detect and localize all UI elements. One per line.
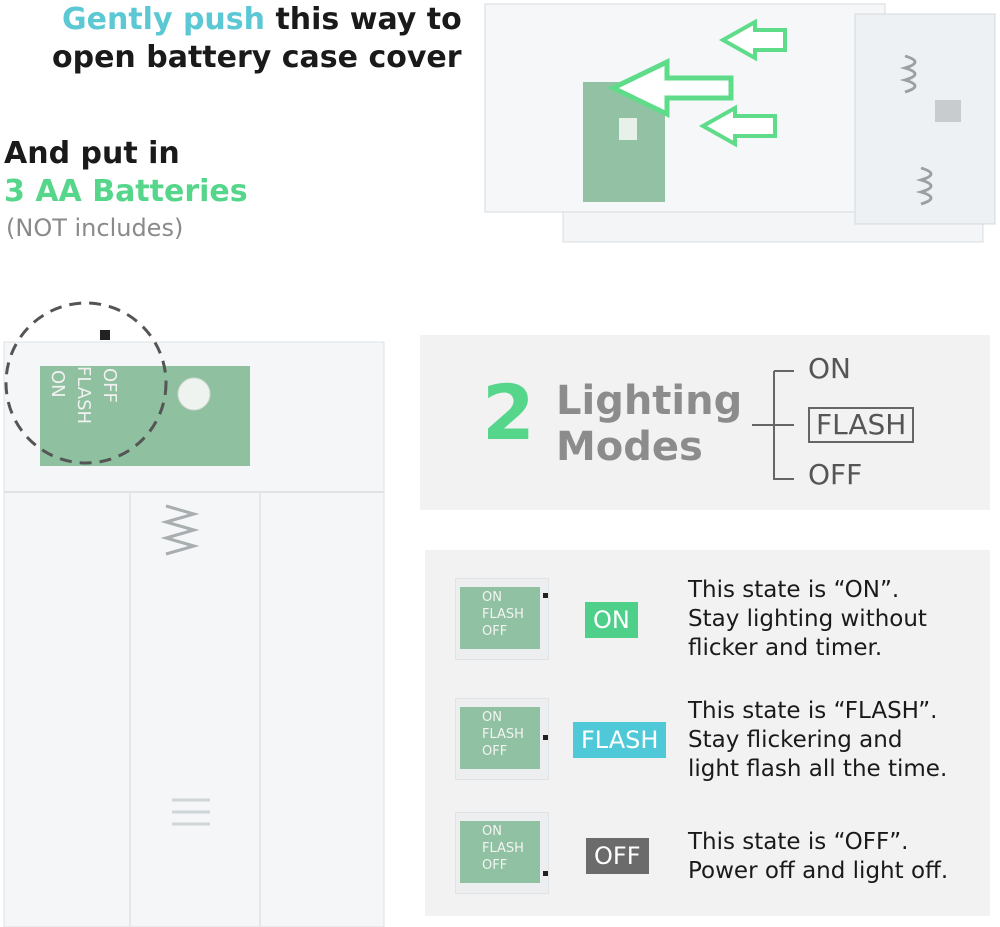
switch-position-dot — [543, 871, 548, 876]
arrow-large-icon — [607, 58, 734, 118]
state-on-line2: Stay lighting without — [688, 606, 927, 632]
push-rest: this way to — [265, 2, 462, 37]
switch-label-flash: FLASH — [73, 366, 94, 424]
modes-bracket — [752, 370, 794, 480]
board-led — [619, 118, 637, 140]
switch-board — [40, 366, 250, 466]
push-instruction-line1: Gently push this way to — [62, 2, 462, 37]
switch-position-dot — [543, 735, 548, 740]
battery-instruction-note: (NOT includes) — [6, 214, 184, 242]
switch-label-off: OFF — [99, 368, 120, 403]
arrow-small-bottom-icon — [698, 104, 777, 148]
push-highlight: Gently push — [62, 2, 265, 37]
battery-instruction-line1: And put in — [4, 136, 180, 171]
mode-option-on: ON — [808, 352, 851, 385]
state-description-off: This state is “OFF”. Power off and light… — [688, 828, 948, 886]
state-flash-line3: light flash all the time. — [688, 756, 948, 782]
state-badge-on: ON — [585, 602, 638, 638]
spring-bottom — [915, 166, 933, 206]
lighting-modes-panel: 2 Lighting Modes ON FLASH OFF — [420, 335, 990, 510]
state-on-line3: flicker and timer. — [688, 635, 883, 661]
battery-instruction-line2: 3 AA Batteries — [4, 174, 248, 209]
spring-top — [899, 54, 917, 94]
switch-position-dot — [543, 593, 548, 598]
modes-title-word2: Modes — [556, 424, 703, 470]
mode-option-flash: FLASH — [808, 407, 915, 443]
push-instruction-line2: open battery case cover — [52, 40, 462, 75]
state-on-line1: This state is “ON”. — [688, 577, 900, 603]
modes-title-word1: Lighting — [556, 378, 743, 424]
contact-plate — [935, 100, 961, 122]
state-flash-line1: This state is “FLASH”. — [688, 698, 938, 724]
state-description-flash: This state is “FLASH”. Stay flickering a… — [688, 697, 947, 784]
battery-case-side-illustration — [484, 3, 996, 243]
state-off-line1: This state is “OFF”. — [688, 829, 909, 855]
cover-ridges — [172, 798, 210, 826]
case-cover — [484, 3, 886, 213]
state-badge-flash: FLASH — [573, 722, 667, 758]
state-badge-off: OFF — [586, 838, 649, 874]
modes-count: 2 — [482, 368, 535, 457]
case-body — [854, 13, 996, 225]
state-description-on: This state is “ON”. Stay lighting withou… — [688, 576, 927, 663]
mode-option-off: OFF — [808, 458, 863, 491]
state-flash-line2: Stay flickering and — [688, 727, 903, 753]
switch-labels: ON FLASH OFF — [47, 366, 120, 424]
spring-icon — [160, 504, 200, 556]
switch-knob — [100, 330, 110, 340]
state-off-line2: Power off and light off. — [688, 858, 949, 884]
battery-case-front-illustration: ON FLASH OFF — [3, 301, 385, 927]
arrow-small-top-icon — [718, 18, 787, 62]
switch-highlight-circle — [4, 301, 168, 465]
switch-label-on: ON — [47, 370, 68, 398]
board-led — [177, 377, 211, 411]
